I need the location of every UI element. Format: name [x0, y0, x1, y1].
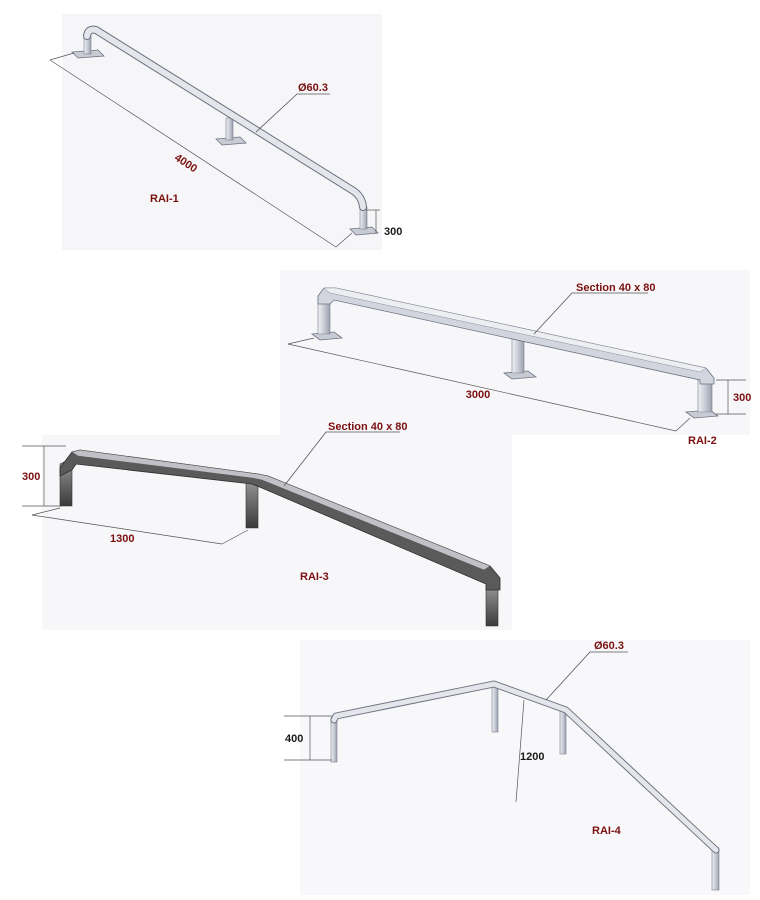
dimension-line-length [49, 59, 337, 248]
railing-rai3: 300 1300 Section 40 x 80 RAI-3 [22, 421, 501, 627]
extension-line [49, 52, 75, 61]
rai3-height-label: 300 [22, 471, 40, 483]
extension-line [31, 507, 61, 516]
rai1-id-label: RAI-1 [150, 193, 179, 205]
rai2-height-label: 300 [733, 392, 751, 404]
railing-rai1: 4000 300 Ø60.3 RAI-1 [49, 25, 402, 248]
railing-rai4: 400 1200 Ø60.3 RAI-4 [284, 640, 720, 891]
extension-line [335, 232, 353, 248]
post [511, 335, 525, 374]
panel-rai4 [300, 640, 750, 895]
post [225, 117, 234, 141]
dimension-line-height2 [515, 699, 525, 803]
rail-bar-top [323, 287, 707, 373]
post [491, 685, 499, 733]
rai1-section-label: Ø60.3 [298, 82, 328, 94]
panel-rai1 [62, 14, 382, 250]
section-leader [283, 431, 400, 487]
rai4-height2-label: 1200 [520, 751, 544, 763]
extension-line [287, 337, 315, 345]
post [711, 847, 720, 891]
dimension-line-length [287, 343, 677, 432]
post [330, 717, 338, 763]
rai1-height-label: 300 [384, 226, 402, 238]
rai4-id-label: RAI-4 [592, 825, 622, 837]
section-leader [255, 93, 330, 133]
dimension-line-length [31, 514, 223, 545]
rail-tube [84, 26, 366, 210]
post [559, 707, 567, 755]
rai2-section-label: Section 40 x 80 [576, 282, 656, 294]
rai2-length-label: 3000 [466, 389, 490, 401]
extension-line [221, 529, 249, 545]
section-leader [533, 292, 648, 335]
rai3-id-label: RAI-3 [300, 571, 329, 583]
section-leader [545, 651, 628, 701]
rai4-section-label: Ø60.3 [594, 640, 624, 652]
rail-tube [331, 681, 719, 853]
rai4-height-label: 400 [285, 733, 303, 745]
post [697, 379, 713, 413]
railing-rai2: 3000 300 Section 40 x 80 RAI-2 [287, 282, 751, 447]
rail-bar-top [71, 449, 491, 571]
rai3-length-label: 1300 [110, 533, 134, 545]
rai2-id-label: RAI-2 [688, 435, 717, 447]
rai3-section-label: Section 40 x 80 [328, 421, 408, 433]
extension-line [675, 417, 691, 432]
